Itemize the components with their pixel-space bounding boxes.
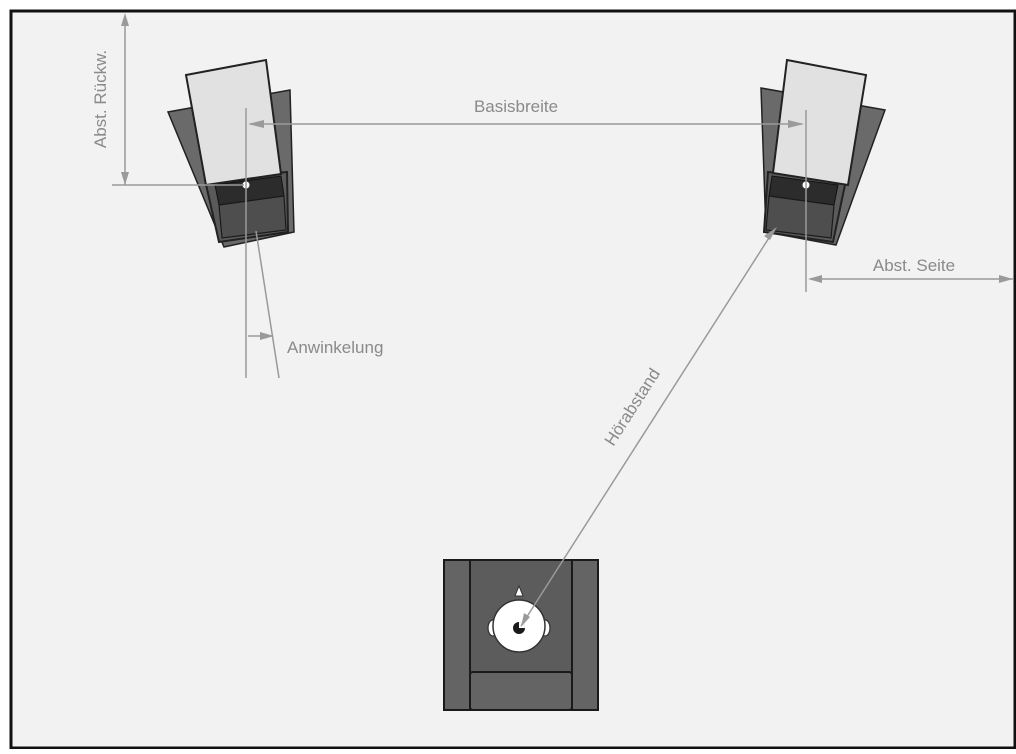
dimension-abst-rueckw: Abst. Rückw.	[91, 13, 244, 186]
right-speaker	[760, 58, 887, 246]
left-speaker-top-panel	[184, 58, 283, 187]
armchair	[443, 559, 599, 711]
listener-head	[487, 584, 551, 653]
armchair-backrest	[469, 671, 573, 711]
left-speaker-lower-grille	[218, 195, 287, 239]
dimension-basisbreite: Basisbreite	[245, 97, 807, 378]
abst-seite-label: Abst. Seite	[873, 256, 955, 275]
listener-nose	[514, 584, 524, 597]
left-speaker	[166, 58, 295, 248]
right-speaker-lower-grille	[765, 195, 835, 239]
abst-rueckw-label: Abst. Rückw.	[91, 50, 110, 148]
basisbreite-label: Basisbreite	[474, 97, 558, 116]
armchair-left-armrest	[443, 559, 471, 711]
anwinkelung-label: Anwinkelung	[287, 338, 383, 357]
armchair-right-armrest	[571, 559, 599, 711]
dimension-abst-seite: Abst. Seite	[808, 256, 1013, 283]
right-speaker-top-panel	[771, 58, 868, 187]
dimension-anwinkelung: Anwinkelung	[248, 230, 383, 379]
